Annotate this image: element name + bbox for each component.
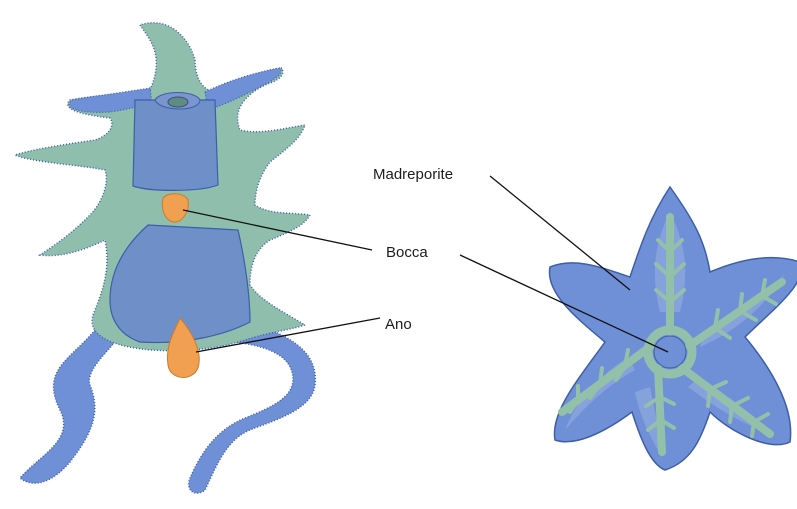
larva-apical-organ bbox=[168, 97, 188, 107]
larva-upper-right-arm bbox=[205, 68, 281, 110]
label-ano: Ano bbox=[385, 317, 412, 332]
larva-left-lower-arm bbox=[20, 330, 118, 483]
star-mouth bbox=[654, 336, 686, 368]
larva-illustration bbox=[15, 23, 315, 493]
label-madreporite: Madreporite bbox=[373, 167, 453, 182]
larva-oral-lobe bbox=[133, 100, 218, 190]
label-bocca: Bocca bbox=[386, 245, 428, 260]
starfish-illustration bbox=[549, 187, 797, 470]
